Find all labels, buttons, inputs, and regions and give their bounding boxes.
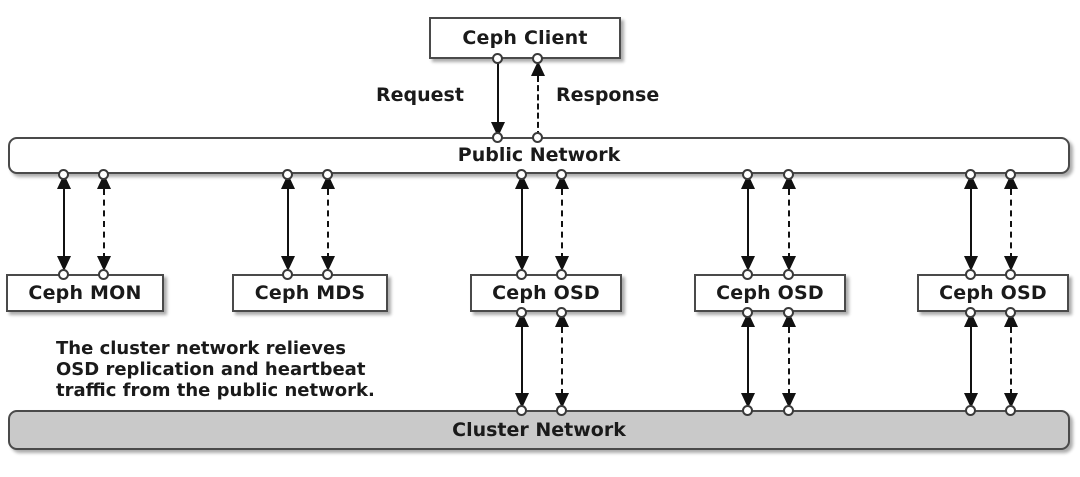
- port-mon-top-1: [58, 269, 69, 280]
- port-osd2-bottom-2: [783, 307, 794, 318]
- request-label: Request: [376, 84, 464, 106]
- port-public-bottom-osd1-2: [556, 169, 567, 180]
- port-client-bottom-2: [532, 53, 543, 64]
- connector-osd3-cluster-dashed: [1010, 327, 1012, 395]
- ceph-mds-label: Ceph MDS: [254, 281, 366, 304]
- port-public-bottom-osd2-1: [742, 169, 753, 180]
- port-public-bottom-mon-1: [58, 169, 69, 180]
- port-mds-top-1: [282, 269, 293, 280]
- arrowhead-osd1-public-solid-down: [515, 256, 529, 271]
- arrowhead-osd2-public-dashed-down: [782, 256, 796, 271]
- port-public-bottom-mon-2: [98, 169, 109, 180]
- ceph-osd-box-2: Ceph OSD: [694, 274, 846, 312]
- arrowhead-osd3-cluster-solid-down: [964, 393, 978, 408]
- connector-osd3-public-dashed: [1010, 189, 1012, 259]
- arrowhead-osd3-public-solid-down: [964, 256, 978, 271]
- cluster-network-note: The cluster network relieves OSD replica…: [56, 338, 375, 402]
- port-cluster-top-osd1-1: [516, 405, 527, 416]
- connector-client-response-line: [537, 76, 539, 137]
- arrowhead-osd2-cluster-dashed-down: [782, 393, 796, 408]
- ceph-mon-box: Ceph MON: [6, 274, 164, 312]
- connector-osd1-cluster-solid: [521, 327, 523, 395]
- port-mon-top-2: [98, 269, 109, 280]
- ceph-client-box: Ceph Client: [429, 17, 621, 59]
- port-osd2-bottom-1: [742, 307, 753, 318]
- connector-mds-public-dashed: [327, 189, 329, 259]
- connector-mon-public-dashed: [103, 189, 105, 259]
- port-public-bottom-osd1-1: [516, 169, 527, 180]
- connector-mds-public-solid: [287, 189, 289, 259]
- cluster-network-label: Cluster Network: [452, 418, 626, 441]
- ceph-mon-label: Ceph MON: [28, 281, 142, 304]
- arrowhead-mon-public-dashed-down: [97, 256, 111, 271]
- connector-osd1-public-solid: [521, 189, 523, 259]
- connector-osd2-public-dashed: [788, 189, 790, 259]
- connector-client-request-line: [497, 59, 499, 125]
- port-cluster-top-osd2-1: [742, 405, 753, 416]
- ceph-osd-label-1: Ceph OSD: [492, 281, 600, 304]
- ceph-client-label: Ceph Client: [462, 26, 588, 49]
- cluster-network-bar: Cluster Network: [8, 410, 1070, 450]
- ceph-osd-label-3: Ceph OSD: [939, 281, 1047, 304]
- connector-osd1-public-dashed: [561, 189, 563, 259]
- arrowhead-osd1-cluster-dashed-down: [555, 393, 569, 408]
- port-osd3-bottom-2: [1005, 307, 1016, 318]
- connector-osd2-public-solid: [747, 189, 749, 259]
- arrowhead-osd1-cluster-solid-down: [515, 393, 529, 408]
- port-osd3-top-1: [965, 269, 976, 280]
- port-public-bottom-osd3-2: [1005, 169, 1016, 180]
- ceph-osd-box-3: Ceph OSD: [917, 274, 1069, 312]
- port-public-top-2: [532, 132, 543, 143]
- port-mds-top-2: [322, 269, 333, 280]
- port-public-bottom-mds-2: [322, 169, 333, 180]
- ceph-osd-label-2: Ceph OSD: [716, 281, 824, 304]
- arrowhead-client-response-up: [531, 61, 545, 76]
- port-osd3-top-2: [1005, 269, 1016, 280]
- arrowhead-mds-public-dashed-down: [321, 256, 335, 271]
- connector-osd3-cluster-solid: [970, 327, 972, 395]
- port-osd2-top-1: [742, 269, 753, 280]
- connector-osd3-public-solid: [970, 189, 972, 259]
- port-public-bottom-osd3-1: [965, 169, 976, 180]
- arrowhead-mon-public-solid-down: [57, 256, 71, 271]
- port-cluster-top-osd2-2: [783, 405, 794, 416]
- arrowhead-osd3-public-dashed-down: [1004, 256, 1018, 271]
- port-osd1-top-1: [516, 269, 527, 280]
- port-osd1-top-2: [556, 269, 567, 280]
- port-client-bottom-1: [492, 53, 503, 64]
- response-label: Response: [556, 84, 660, 106]
- port-osd1-bottom-1: [516, 307, 527, 318]
- port-osd1-bottom-2: [556, 307, 567, 318]
- connector-osd2-cluster-dashed: [788, 327, 790, 395]
- arrowhead-osd2-public-solid-down: [741, 256, 755, 271]
- port-public-top-1: [492, 132, 503, 143]
- ceph-mds-box: Ceph MDS: [232, 274, 388, 312]
- port-cluster-top-osd3-1: [965, 405, 976, 416]
- port-public-bottom-mds-1: [282, 169, 293, 180]
- port-cluster-top-osd3-2: [1005, 405, 1016, 416]
- port-public-bottom-osd2-2: [783, 169, 794, 180]
- public-network-label: Public Network: [457, 144, 621, 166]
- connector-osd1-cluster-dashed: [561, 327, 563, 395]
- arrowhead-osd3-cluster-dashed-down: [1004, 393, 1018, 408]
- arrowhead-mds-public-solid-down: [281, 256, 295, 271]
- connector-osd2-cluster-solid: [747, 327, 749, 395]
- connector-mon-public-solid: [63, 189, 65, 259]
- port-osd3-bottom-1: [965, 307, 976, 318]
- arrowhead-osd1-public-dashed-down: [555, 256, 569, 271]
- port-cluster-top-osd1-2: [556, 405, 567, 416]
- ceph-osd-box-1: Ceph OSD: [470, 274, 622, 312]
- arrowhead-osd2-cluster-solid-down: [741, 393, 755, 408]
- port-osd2-top-2: [783, 269, 794, 280]
